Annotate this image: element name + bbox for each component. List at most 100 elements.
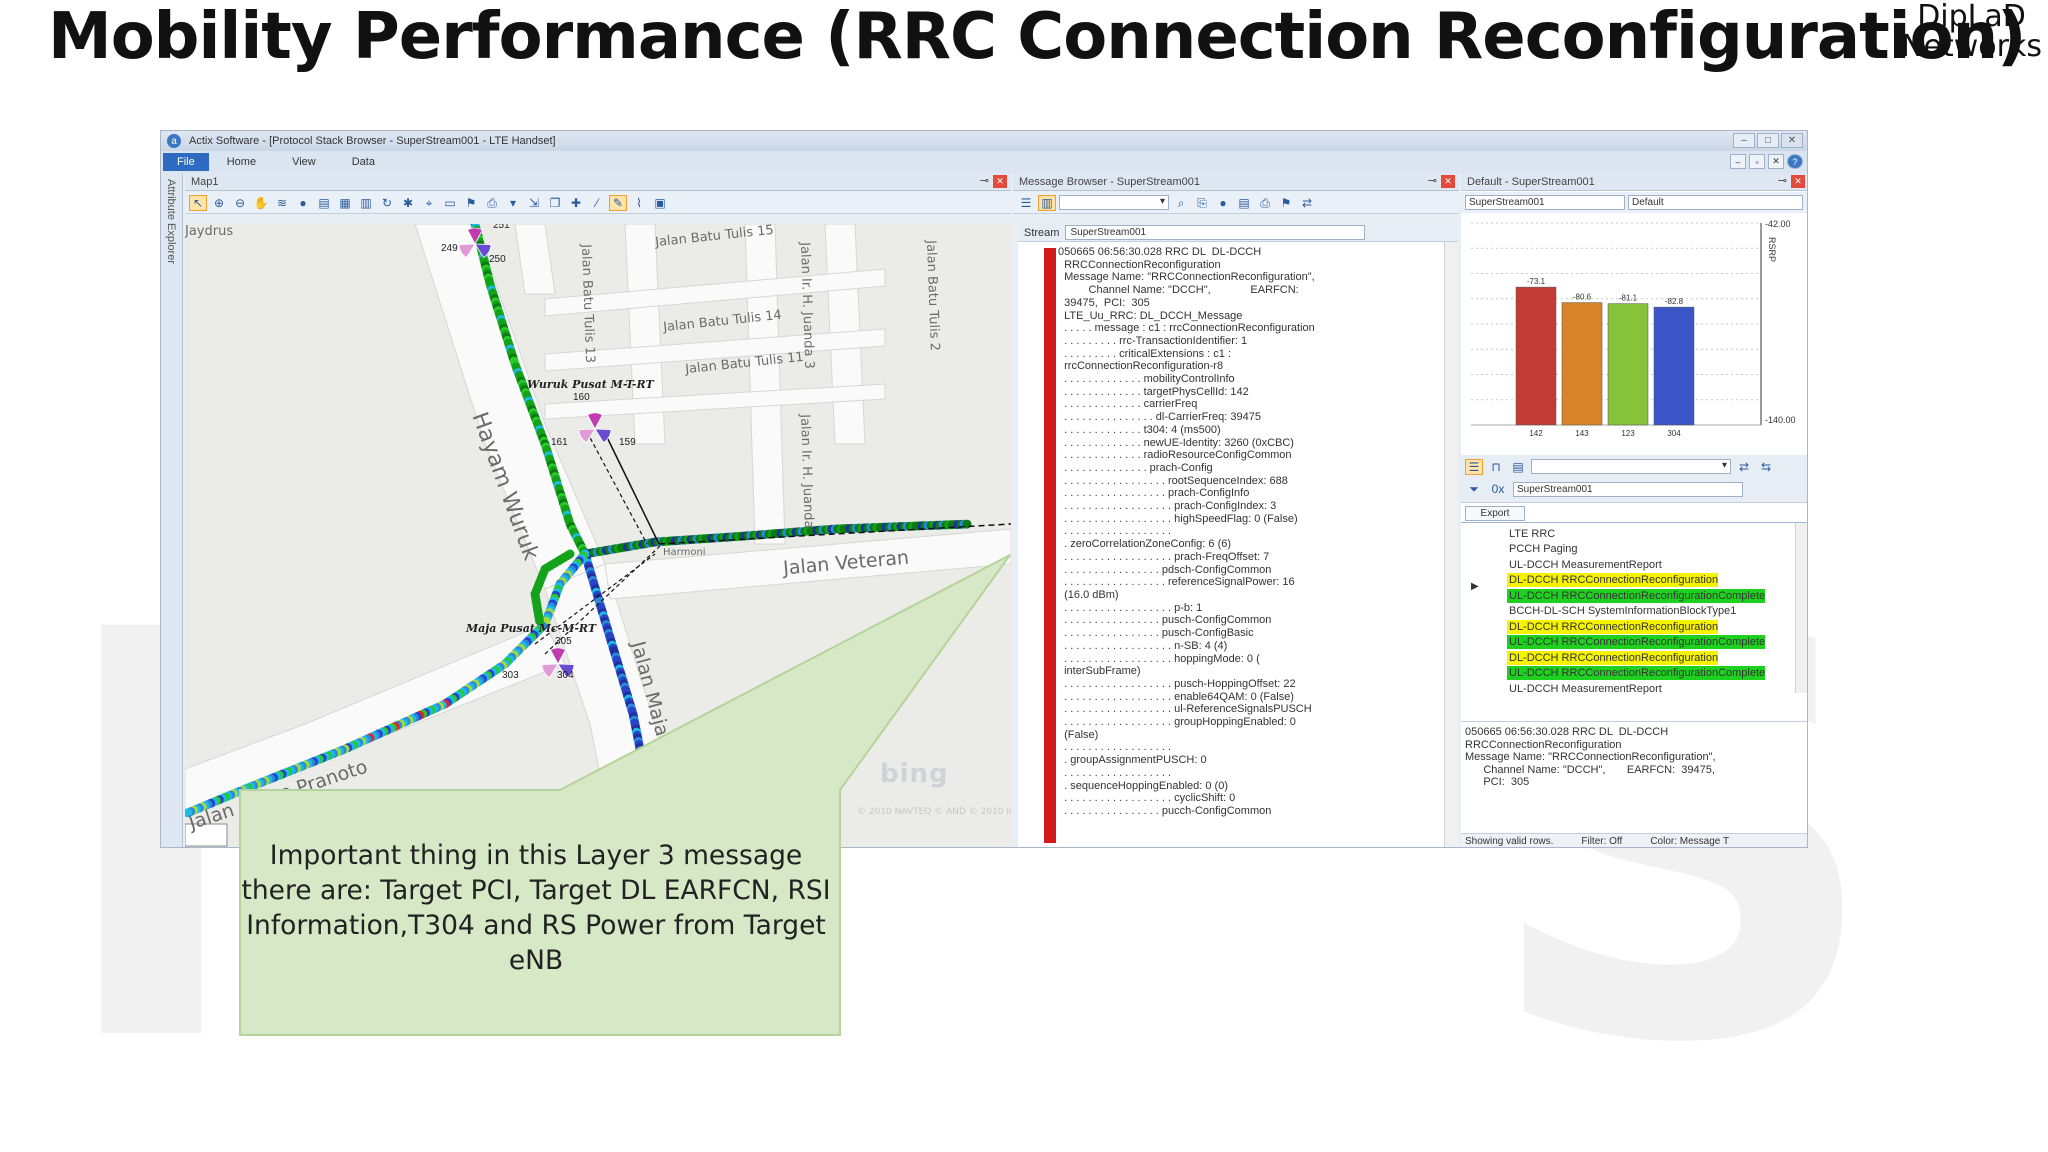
rrc-list-item[interactable]: DL-DCCH RRCConnectionReconfiguration bbox=[1507, 650, 1719, 665]
remove-icon[interactable]: ⇆ bbox=[1760, 460, 1772, 474]
print-icon[interactable]: ⎙ bbox=[487, 195, 497, 210]
cell-number: 251 bbox=[493, 224, 510, 231]
add-icon[interactable]: ⇄ bbox=[1738, 460, 1750, 474]
tab-file[interactable]: File bbox=[163, 153, 209, 171]
message-scrollbar[interactable] bbox=[1444, 242, 1458, 847]
site-icon[interactable]: ⚑ bbox=[465, 195, 477, 210]
ribbon-restore-icon[interactable]: ▫ bbox=[1749, 154, 1765, 169]
cell-number: 304 bbox=[557, 670, 574, 681]
export-doc-icon[interactable]: ▤ bbox=[1238, 195, 1250, 210]
zoom-out-icon[interactable]: ⊖ bbox=[234, 195, 246, 210]
pin-icon[interactable]: ⊸ bbox=[1777, 175, 1787, 187]
cell-number: 161 bbox=[551, 437, 568, 448]
hex-icon[interactable]: 0x bbox=[1491, 482, 1505, 496]
measure-icon[interactable]: ⌖ bbox=[425, 195, 433, 210]
document-icon[interactable]: ▭ bbox=[444, 195, 456, 210]
chart-bar bbox=[1607, 303, 1649, 426]
tree-icon[interactable]: ⊓ bbox=[1491, 460, 1501, 474]
chart-icon[interactable]: ⌇ bbox=[636, 195, 642, 210]
cell-sector-icon[interactable] bbox=[586, 412, 604, 430]
callout-text: Important thing in this Layer 3 message … bbox=[241, 840, 831, 976]
rrc-filter-dropdown[interactable]: ▾ bbox=[1531, 459, 1731, 474]
rrc-list-item[interactable]: DL-DCCH RRCConnectionReconfiguration bbox=[1507, 573, 1719, 587]
table-icon[interactable]: ▤ bbox=[1512, 460, 1524, 474]
stop-icon[interactable]: ● bbox=[1219, 195, 1227, 210]
list-scrollbar[interactable] bbox=[1795, 523, 1807, 693]
stream-dropdown[interactable]: SuperStream001 bbox=[1465, 195, 1625, 210]
default-pane-close-icon[interactable]: ✕ bbox=[1791, 175, 1805, 188]
rrc-list-item[interactable]: UL-DCCH RRCConnectionReconfigurationComp… bbox=[1507, 666, 1766, 680]
chart-axis-tag: RSRP bbox=[1767, 237, 1777, 262]
close-icon[interactable]: ✕ bbox=[1781, 133, 1803, 148]
cell-sector-icon[interactable] bbox=[549, 647, 567, 665]
filter-stream-dropdown[interactable]: SuperStream001 bbox=[1513, 481, 1743, 497]
rrc-list-item[interactable]: DL-DCCH RRCConnectionReconfiguration bbox=[1507, 619, 1719, 634]
table-icon[interactable]: ▦ bbox=[339, 195, 351, 210]
cells-icon[interactable]: ✚ bbox=[570, 195, 582, 210]
ribbon-minimize-icon[interactable]: – bbox=[1730, 154, 1746, 169]
cell-sector-icon[interactable] bbox=[541, 663, 559, 679]
draw-icon[interactable]: ✎ bbox=[609, 194, 627, 211]
grid-icon[interactable]: ▥ bbox=[360, 195, 372, 210]
cell-sector-icon[interactable] bbox=[594, 428, 612, 444]
tab-view[interactable]: View bbox=[292, 156, 316, 168]
line-icon[interactable]: ⁄ bbox=[595, 195, 598, 210]
layers-icon[interactable]: ≋ bbox=[276, 195, 288, 210]
cell-sector-icon[interactable] bbox=[466, 227, 484, 245]
stream-label: Stream bbox=[1024, 226, 1060, 239]
print-icon[interactable]: ⎙ bbox=[1260, 195, 1270, 210]
ribbon-close-icon[interactable]: ✕ bbox=[1768, 154, 1784, 169]
chart-bar bbox=[1653, 306, 1695, 426]
export-button[interactable]: Export bbox=[1465, 506, 1525, 521]
globe-icon[interactable]: ● bbox=[299, 195, 307, 210]
list-icon[interactable]: ☰ bbox=[1465, 459, 1483, 475]
pin-icon[interactable]: ⊸ bbox=[979, 175, 989, 187]
refresh-icon[interactable]: ↻ bbox=[381, 195, 393, 210]
cell-sector-icon[interactable] bbox=[474, 243, 492, 259]
decoded-message-text: 050665 06:56:30.028 RRC DL DL-DCCH RRCCo… bbox=[1058, 246, 1315, 817]
rrc-list-item[interactable]: UL-DCCH RRCConnectionReconfigurationComp… bbox=[1507, 635, 1766, 649]
pan-hand-icon[interactable]: ✋ bbox=[253, 195, 269, 210]
window-icon[interactable]: ▣ bbox=[654, 195, 666, 210]
flag-icon[interactable]: ⚑ bbox=[1280, 195, 1292, 210]
rrc-list-item[interactable]: PCCH Paging bbox=[1509, 543, 1578, 555]
maximize-icon[interactable]: □ bbox=[1757, 133, 1779, 148]
decode-icon[interactable]: ⎘ bbox=[1197, 195, 1207, 210]
list-group-header[interactable]: LTE RRC bbox=[1509, 528, 1556, 540]
pin-icon[interactable]: ⊸ bbox=[1427, 175, 1437, 187]
help-icon[interactable]: ? bbox=[1787, 154, 1803, 169]
chart-category-label: 142 bbox=[1529, 429, 1543, 438]
message-filter-dropdown[interactable]: ▾ bbox=[1059, 195, 1169, 210]
chart-bar bbox=[1561, 302, 1603, 426]
rrc-list-item[interactable]: BCCH-DL-SCH SystemInformationBlockType1 bbox=[1509, 605, 1737, 617]
rrc-list-item[interactable]: UL-DCCH MeasurementReport bbox=[1509, 558, 1662, 571]
default-pane-header: Default - SuperStream001 ⊸ ✕ bbox=[1461, 173, 1807, 191]
dropdown-icon[interactable]: ▾ bbox=[509, 195, 517, 210]
cell-sector-icon[interactable] bbox=[578, 428, 596, 444]
stream-dropdown[interactable]: SuperStream001 bbox=[1065, 225, 1366, 240]
view-dropdown[interactable]: Default bbox=[1628, 195, 1803, 210]
message-browser-close-icon[interactable]: ✕ bbox=[1441, 175, 1455, 188]
list-view-icon[interactable]: ☰ bbox=[1020, 195, 1032, 210]
stack-icon[interactable]: ▤ bbox=[318, 195, 330, 210]
tab-data[interactable]: Data bbox=[351, 156, 375, 168]
map-canvas[interactable]: Jaydrus Jalan Batu Tulis 15 Jalan Batu T… bbox=[185, 224, 1011, 847]
zoom-in-icon[interactable]: ⊕ bbox=[213, 195, 225, 210]
color-icon[interactable]: ✱ bbox=[402, 195, 414, 210]
split-view-icon[interactable]: ▥ bbox=[1038, 194, 1056, 211]
select-arrow-icon[interactable]: ↖ bbox=[189, 194, 207, 211]
copy-icon[interactable]: ❐ bbox=[549, 195, 561, 210]
map-close-icon[interactable]: ✕ bbox=[993, 175, 1007, 188]
cell-sector-icon[interactable] bbox=[458, 243, 476, 259]
tab-home[interactable]: Home bbox=[226, 156, 257, 168]
chart-value-label: -73.1 bbox=[1527, 277, 1546, 286]
find-icon[interactable]: ⌕ bbox=[1177, 195, 1185, 210]
attribute-explorer-strip[interactable]: Attribute Explorer bbox=[161, 173, 183, 847]
export-icon[interactable]: ⇲ bbox=[528, 195, 540, 210]
message-marker-bar bbox=[1044, 248, 1056, 843]
rrc-list-item[interactable]: UL-DCCH RRCConnectionReconfigurationComp… bbox=[1507, 588, 1766, 603]
funnel-icon[interactable]: ⏷ bbox=[1469, 482, 1479, 496]
rrc-list-item[interactable]: UL-DCCH MeasurementReport bbox=[1509, 682, 1662, 695]
minimize-icon[interactable]: – bbox=[1733, 133, 1755, 148]
sync-icon[interactable]: ⇄ bbox=[1301, 195, 1313, 210]
